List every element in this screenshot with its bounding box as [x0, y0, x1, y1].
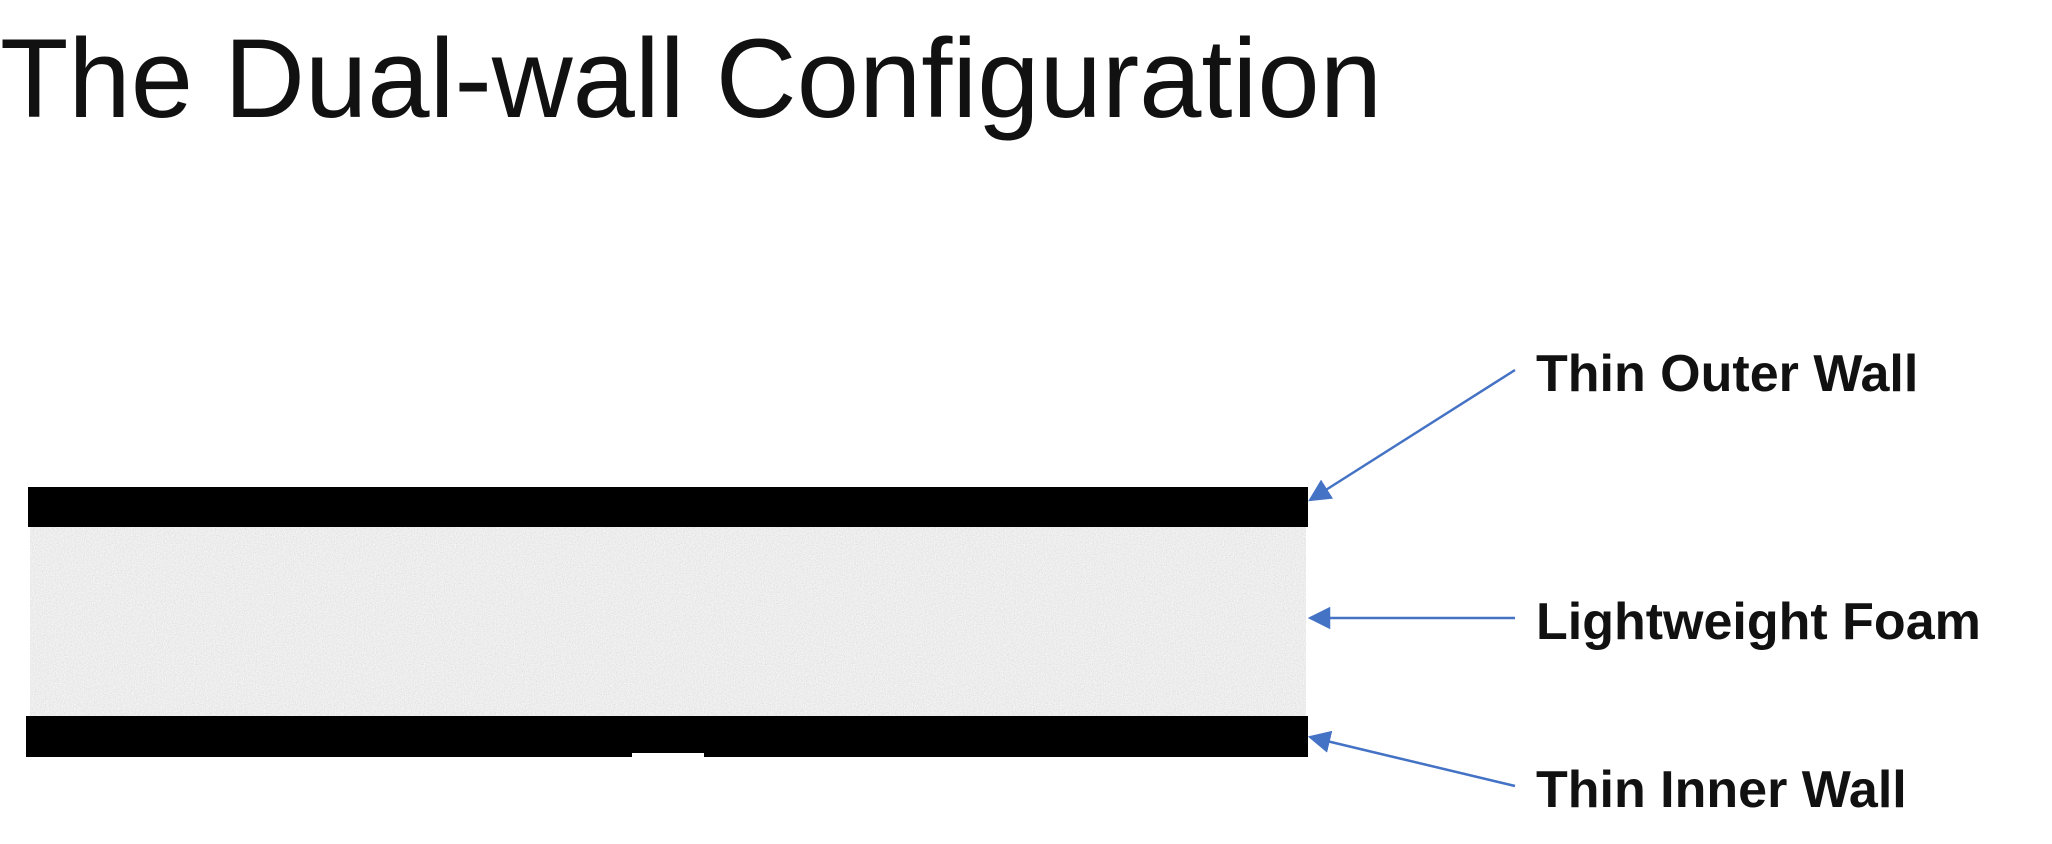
- outer-wall-label: Thin Outer Wall: [1536, 345, 1919, 403]
- inner-wall-label: Thin Inner Wall: [1536, 761, 1907, 819]
- inner-wall-notch: [632, 753, 704, 759]
- page-title: The Dual-wall Configuration: [0, 16, 1383, 141]
- foam-texture: [30, 526, 1306, 720]
- outer-wall-layer: [28, 487, 1308, 527]
- inner-wall-arrow: [1307, 730, 1516, 788]
- outer-wall-arrow: [1308, 368, 1516, 502]
- inner-wall-layer: [26, 716, 1308, 757]
- foam-label: Lightweight Foam: [1536, 593, 1981, 651]
